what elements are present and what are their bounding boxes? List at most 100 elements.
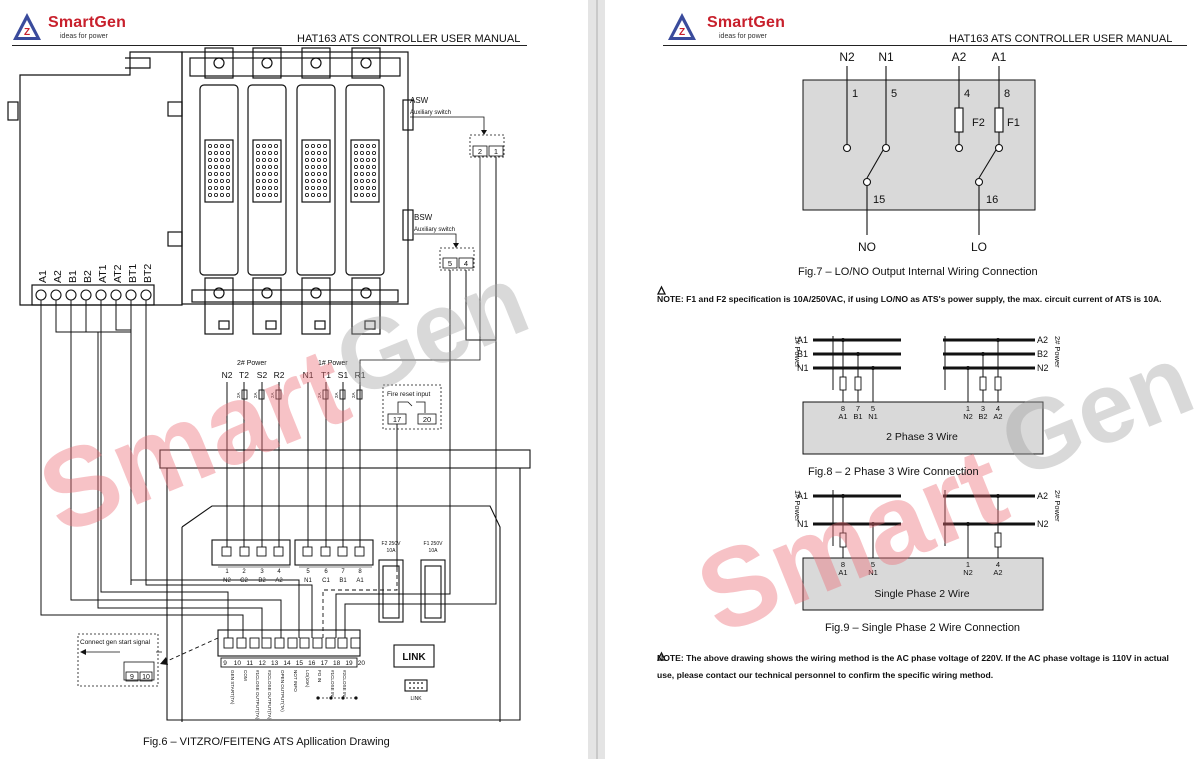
bottom-terminal-label: FO IN — [317, 670, 322, 682]
pole-contact-dot — [255, 178, 260, 183]
pole-contact-dot — [267, 171, 272, 176]
pole-contact-dot — [310, 150, 315, 155]
bottom-terminal-label: #2CLOSE OUTPUT(TA) — [267, 670, 272, 720]
warning-icon — [656, 285, 667, 295]
pole-contact-dot — [213, 178, 218, 183]
power2-label: 2# Power — [237, 360, 267, 367]
manual-title: HAT163 ATS CONTROLLER USER MANUAL — [949, 33, 1173, 45]
pole-contact-dot — [267, 157, 272, 162]
bottom-terminal-number: 15 — [296, 660, 304, 667]
pole-contact-dot — [359, 178, 364, 183]
pole-contact-dot — [316, 178, 321, 183]
pole-contact-dot — [219, 164, 224, 169]
pole-contact-dot — [261, 164, 266, 169]
header-rule — [12, 45, 527, 46]
pole-contact-dot — [322, 185, 327, 190]
bottom-terminal-label: LO(10A) — [305, 670, 310, 688]
fig7-inner: 15 — [873, 194, 885, 206]
brand-tagline: ideas for power — [719, 33, 767, 40]
fuse-f2-label: F2 250V — [382, 541, 402, 547]
pole-contact-dot — [213, 185, 218, 190]
pole-contact-dot — [353, 171, 358, 176]
conn2-num: 4 — [277, 569, 281, 575]
pole-contact-dot — [225, 143, 230, 148]
pole-contact-dot — [261, 157, 266, 162]
switch-term-label: AT1 — [97, 264, 109, 283]
pole-contact-dot — [219, 178, 224, 183]
pole-contact-dot — [316, 192, 321, 197]
conn1-label: B1 — [339, 578, 347, 584]
pole-contact-dot — [213, 171, 218, 176]
bottom-terminal-label: #1CLOSE OUTPUT(TA) — [255, 670, 260, 720]
manual-page-right: Z SmartGen ideas for power HAT163 ATS CO… — [605, 0, 1198, 759]
pole-contact-dot — [213, 150, 218, 155]
fuse-rating: 2A — [253, 392, 258, 398]
fig7-num: 1 — [852, 88, 858, 100]
fuse-rating: 2A — [334, 392, 339, 398]
fig8-num: 1 — [966, 404, 970, 413]
note-voltage: NOTE: The above drawing shows the wiring… — [657, 653, 1169, 680]
pole-contact-dot — [371, 192, 376, 197]
asw-sub: Auxiliary switch — [410, 110, 451, 116]
bsw-label: BSW — [414, 213, 433, 222]
pole-contact-dot — [316, 164, 321, 169]
conn1-label: N1 — [304, 578, 312, 584]
fig8-power1: 1# Power — [793, 336, 802, 368]
phase-label: R2 — [274, 370, 285, 380]
pole-contact-dot — [359, 157, 364, 162]
bottom-terminal-number: 18 — [333, 660, 341, 667]
bottom-terminal-label: #2CLOSE IN — [342, 670, 347, 697]
fig7-bottom: LO — [971, 240, 987, 254]
fig7-fuse: F2 — [972, 117, 985, 129]
pole-contact-dot — [304, 178, 309, 183]
pole-contact-dot — [219, 171, 224, 176]
fig9-label: A2 — [993, 568, 1002, 577]
pole-contact-dot — [207, 192, 212, 197]
conn2-num: 2 — [242, 569, 246, 575]
fig9-power2: 2# Power — [1053, 490, 1062, 522]
pole-contact-dot — [365, 150, 370, 155]
pole-contact-dot — [255, 192, 260, 197]
pole-contact-dot — [322, 143, 327, 148]
link-sub: LINK — [410, 696, 422, 702]
note-fuse-spec: NOTE: F1 and F2 specification is 10A/250… — [657, 294, 1162, 304]
pole-contact-dot — [261, 192, 266, 197]
switch-term-label: AT2 — [112, 264, 124, 283]
bottom-terminal-number: 12 — [259, 660, 267, 667]
pole-contact-dot — [371, 178, 376, 183]
pole-contact-dot — [267, 150, 272, 155]
fuse-f2-amp: 10A — [387, 548, 397, 554]
pole-contact-dot — [213, 157, 218, 162]
pole-contact-dot — [322, 157, 327, 162]
pole-contact-dot — [365, 171, 370, 176]
fire-terminal: 17 — [393, 415, 401, 424]
pole-contact-dot — [371, 164, 376, 169]
manual-title: HAT163 ATS CONTROLLER USER MANUAL — [297, 33, 521, 45]
pole-contact-dot — [353, 164, 358, 169]
link-label: LINK — [402, 652, 426, 663]
pole-contact-dot — [359, 192, 364, 197]
pole-contact-dot — [225, 150, 230, 155]
fig7-inner: 16 — [986, 194, 998, 206]
header-rule — [663, 45, 1187, 46]
pole-contact-dot — [371, 157, 376, 162]
pole-contact-dot — [353, 178, 358, 183]
power1-label: 1# Power — [318, 360, 348, 367]
pole-contact-dot — [207, 185, 212, 190]
gen-terminal: 9 — [130, 674, 134, 681]
brand-name: SmartGen — [707, 14, 786, 31]
fig7-num: 5 — [891, 88, 897, 100]
pole-contact-dot — [353, 192, 358, 197]
conn2-label: A2 — [275, 578, 283, 584]
fig9-label: A1 — [838, 568, 847, 577]
fig9-left-phase: A1 — [797, 491, 808, 501]
pole-contact-dot — [219, 192, 224, 197]
bottom-terminal-label: NOT INFO — [293, 670, 298, 692]
svg-text:Z: Z — [24, 27, 30, 38]
fig8-num: 4 — [996, 404, 1000, 413]
pole-contact-dot — [310, 143, 315, 148]
pole-contact-dot — [310, 171, 315, 176]
fig9-power1: 1# Power — [793, 490, 802, 522]
pole-contact-dot — [219, 185, 224, 190]
pole-contact-dot — [225, 178, 230, 183]
